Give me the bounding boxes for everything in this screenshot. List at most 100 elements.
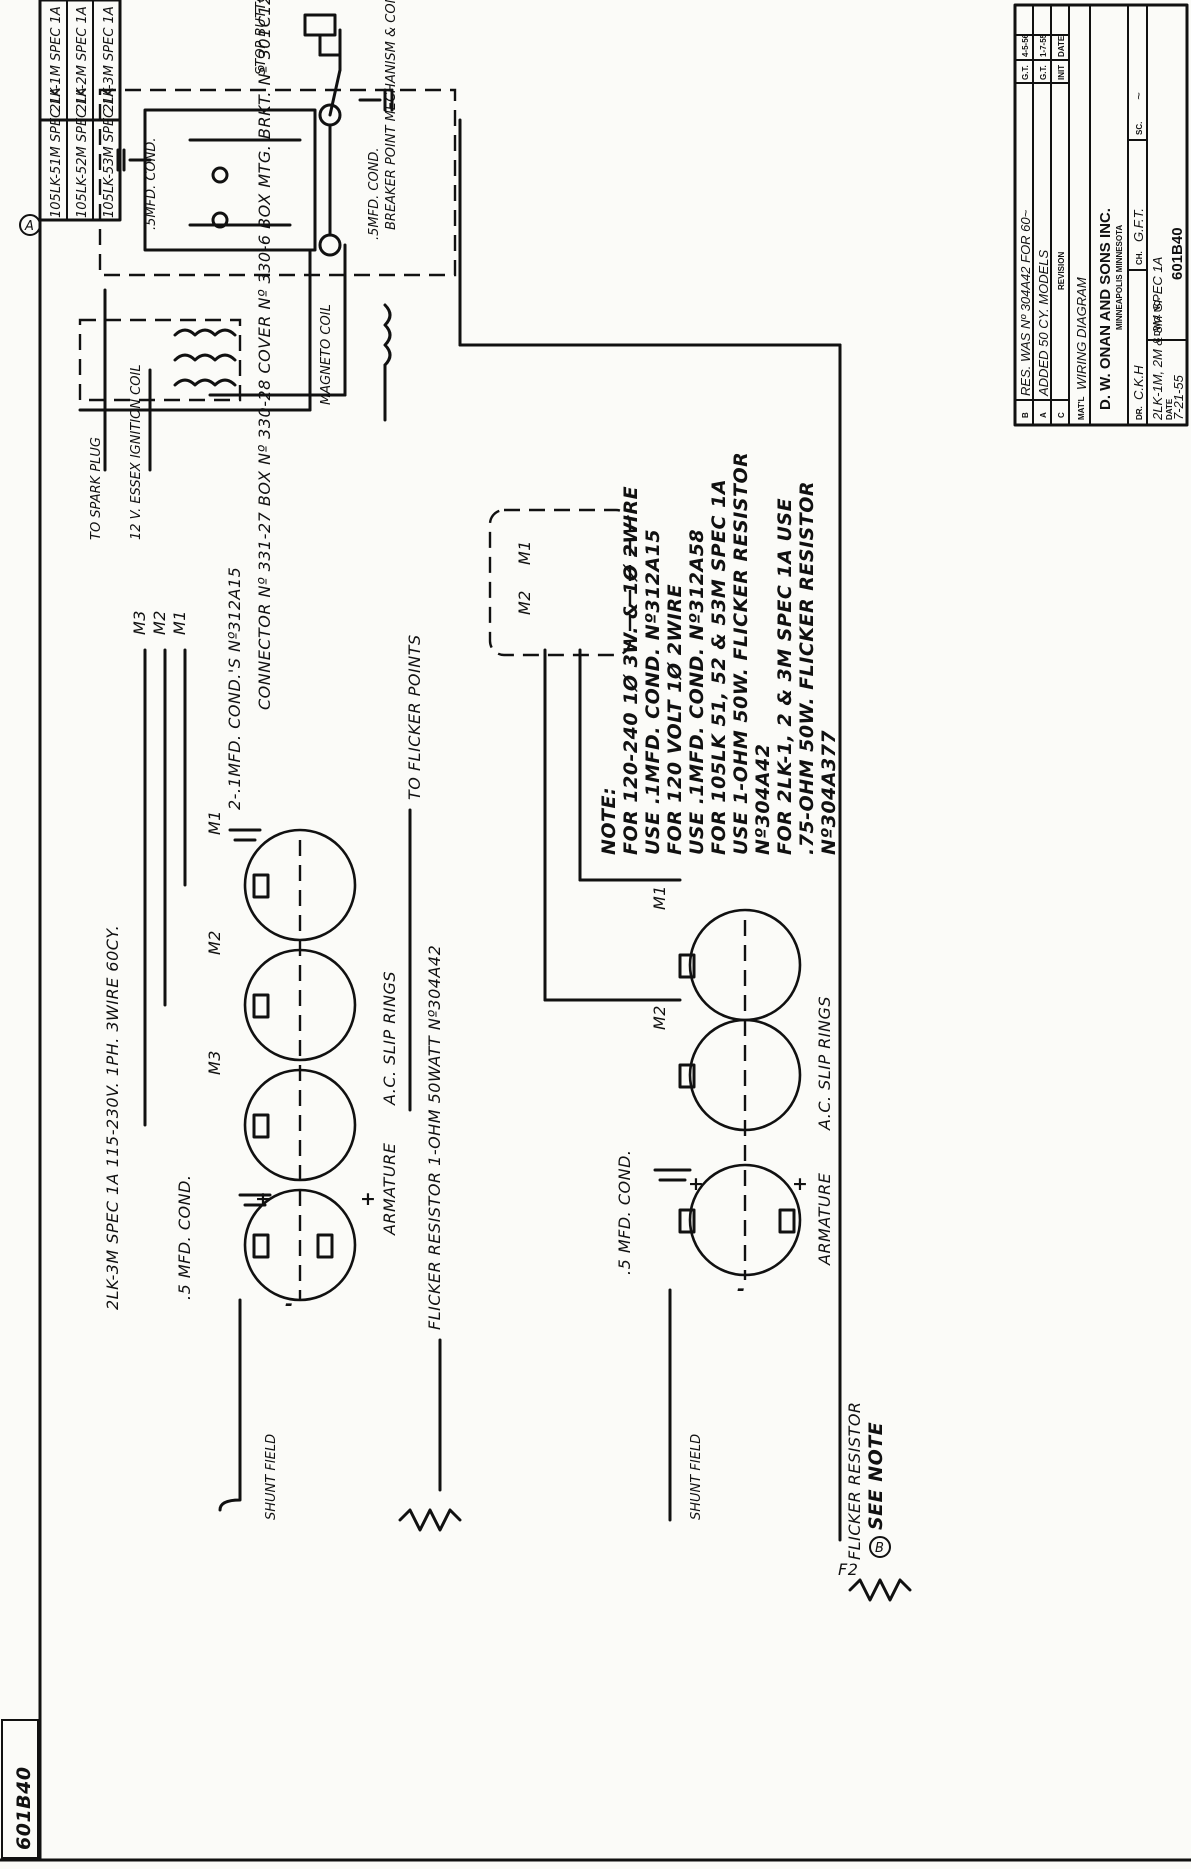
upper-plus-left: + [255, 1188, 271, 1210]
corner-sheet-number: 601B40 [13, 1766, 35, 1850]
rev-a-text: ADDED 50 CY. MODELS [1036, 249, 1051, 397]
upper-shunt-field [218, 1298, 242, 1512]
inner-cond-label: .5MFD. COND. [144, 137, 159, 230]
magneto-coil-label: MAGNETO COIL [319, 304, 334, 405]
corner-number-box [1, 1719, 39, 1859]
model-table-r2c2: 2LK-2M SPEC 1A [75, 6, 90, 112]
ring-label-m1: M1 [205, 810, 224, 835]
models-line: 2LK-1M, 2M & 3M SPEC 1A [1150, 257, 1165, 421]
lower-slip-rings-label: A.C. SLIP RINGS [815, 996, 834, 1131]
lower-ring-label-m2: M2 [650, 1005, 669, 1030]
note-line-9: .75-OHM 50W. FLICKER RESISTOR [796, 481, 818, 855]
note-line-4: USE .1MFD. COND. Nº312A58 [686, 529, 708, 855]
rev-letter-b: B [1021, 412, 1030, 418]
model-table-r3c1: 105LK-53M SPEC 1A [102, 87, 117, 218]
date-header: DATE [1057, 35, 1066, 57]
upper-flicker-label: FLICKER RESISTOR 1-OHM 50WATT Nº304A42 [425, 945, 444, 1330]
to-flicker-label: TO FLICKER POINTS [405, 634, 424, 800]
revision-header: REVISION [1057, 252, 1066, 290]
scale-value: ~ [1131, 92, 1146, 100]
company-name: D. W. ONAN AND SONS INC. [1097, 208, 1114, 410]
upper-slip-rings-label: A.C. SLIP RINGS [380, 971, 399, 1106]
upper-armature-label: ARMATURE [380, 1142, 399, 1236]
model-table-r1c2: 2LK-1M SPEC 1A [49, 6, 64, 112]
rev-b-text: RES. WAS Nº 304A42 FOR 60~ [1018, 209, 1033, 396]
model-table-r2c1: 105LK-52M SPEC 1A [75, 87, 90, 218]
see-note-label: SEE NOTE [865, 1422, 887, 1530]
note-line-5: FOR 105LK 51, 52 & 53M SPEC 1A [708, 479, 730, 855]
connector-note: CONNECTOR Nº 331-27 BOX Nº 330-28 COVER … [255, 0, 274, 710]
rev-a-date: 1-7-55 [1039, 33, 1048, 57]
upper-minus: - [285, 1293, 293, 1315]
lower-plus-left: + [688, 1173, 704, 1195]
title-block: B RES. WAS Nº 304A42 FOR 60~ G.T. 4-5-56… [1013, 3, 1189, 427]
dwg-label: DWG. NO. [1153, 298, 1162, 336]
note-b-letter: B [875, 1541, 884, 1556]
rev-b-by: G.T. [1021, 65, 1030, 80]
drawn-by-label: DR. [1135, 406, 1144, 420]
right-cond-label: .5MFD. COND. [367, 147, 382, 240]
rev-letter-a: A [1039, 412, 1048, 418]
upper-flicker-resistor [398, 1508, 462, 1532]
model-table-r1c1: 105LK-51M SPEC 1A [49, 87, 64, 218]
model-table: 105LK-51M SPEC 1A 2LK-1M SPEC 1A 105LK-5… [38, 0, 122, 222]
lower-flicker-resistor [848, 1578, 912, 1602]
ignition-coil-label: 12 V. ESSEX IGNITION COIL [129, 364, 144, 540]
note-line-3: FOR 120 VOLT 1Ø 2WIRE [664, 584, 686, 855]
connector-box-outline [488, 508, 632, 657]
init-header: INIT [1057, 65, 1066, 80]
magneto-coil-winding [383, 303, 392, 367]
upper-shunt-field-label: SHUNT FIELD [264, 1434, 279, 1520]
model-table-r3c2: 2LK-3M SPEC 1A [102, 6, 117, 112]
lower-ring-label-m1: M1 [650, 885, 669, 910]
connector-m1: M1 [515, 540, 534, 565]
rev-a-by: G.T. [1039, 65, 1048, 80]
rev-b-date: 4-5-56 [1021, 33, 1030, 57]
lower-armature-label: ARMATURE [815, 1172, 834, 1266]
checked-by: G.F.T. [1131, 208, 1146, 242]
note-block: NOTE: FOR 120-240 1Ø 3W. & 1Ø 2WIRE USE … [598, 452, 840, 855]
m1-cond-label: 2-.1MFD. COND.'S Nº312A15 [225, 567, 244, 810]
spark-plug-label: TO SPARK PLUG [89, 437, 104, 540]
drawn-by: C.K.H [1131, 365, 1146, 400]
note-line-0: NOTE: [598, 787, 620, 855]
note-line-8: FOR 2LK-1, 2 & 3M SPEC 1A USE [774, 498, 796, 855]
note-a-marker [19, 214, 41, 236]
date-value: 7-21-55 [1171, 374, 1186, 420]
note-line-1: FOR 120-240 1Ø 3W. & 1Ø 2WIRE [620, 486, 642, 855]
note-line-7: Nº304A42 [752, 744, 774, 855]
ignition-coil-box [78, 318, 242, 402]
connector-m2: M2 [515, 590, 534, 615]
upper-armature-cond-label: .5 MFD. COND. [175, 1175, 194, 1301]
ring-label-m2: M2 [205, 930, 224, 955]
stop-button-symbol [303, 13, 337, 37]
ignition-coil-winding [173, 328, 237, 337]
connector-box: CONNECTOR Nº 331-27 BOX Nº 330-28 COVER … [255, 0, 632, 1002]
out-label-m3: M3 [130, 610, 149, 635]
stop-button-label: STOP BUTTON [254, 0, 269, 75]
breaker-housing [98, 88, 457, 277]
lower-generator: M2 M1 .5 MFD. COND. + + - ARMATURE A.C. … [543, 878, 912, 1602]
dwg-number: 601B40 [1169, 227, 1186, 280]
note-line-2: USE .1MFD. COND. Nº312A15 [642, 529, 664, 855]
upper-plus-right: + [360, 1188, 376, 1210]
material-label: MAT'L [1077, 396, 1086, 420]
lower-f2-label: F2 [838, 1560, 858, 1579]
lower-flicker-label: FLICKER RESISTOR [845, 1401, 864, 1560]
scale-label: SC. [1135, 122, 1144, 135]
ignition-section: STOP BUTTON .5MFD. COND. .5MFD. COND. BR… [78, 0, 842, 1542]
lower-armature-cond-label: .5 MFD. COND. [615, 1150, 634, 1276]
material-value: WIRING DIAGRAM [1074, 277, 1089, 390]
out-label-m2: M2 [150, 610, 169, 635]
note-b-marker [869, 1536, 891, 1558]
note-a-letter: A [24, 219, 34, 234]
checked-label: CH. [1135, 251, 1144, 265]
out-label-m1: M1 [170, 610, 189, 635]
breaker-label: BREAKER POINT MECHANISM & CONDENSER HOUS… [384, 0, 399, 230]
date-label: DATE [1165, 398, 1174, 420]
upper-gen-title: 2LK-3M SPEC 1A 115-230V. 1PH. 3WIRE 60CY… [103, 925, 122, 1310]
upper-generator: 2LK-3M SPEC 1A 115-230V. 1PH. 3WIRE 60CY… [103, 567, 462, 1532]
lower-plus-right: + [792, 1173, 808, 1195]
